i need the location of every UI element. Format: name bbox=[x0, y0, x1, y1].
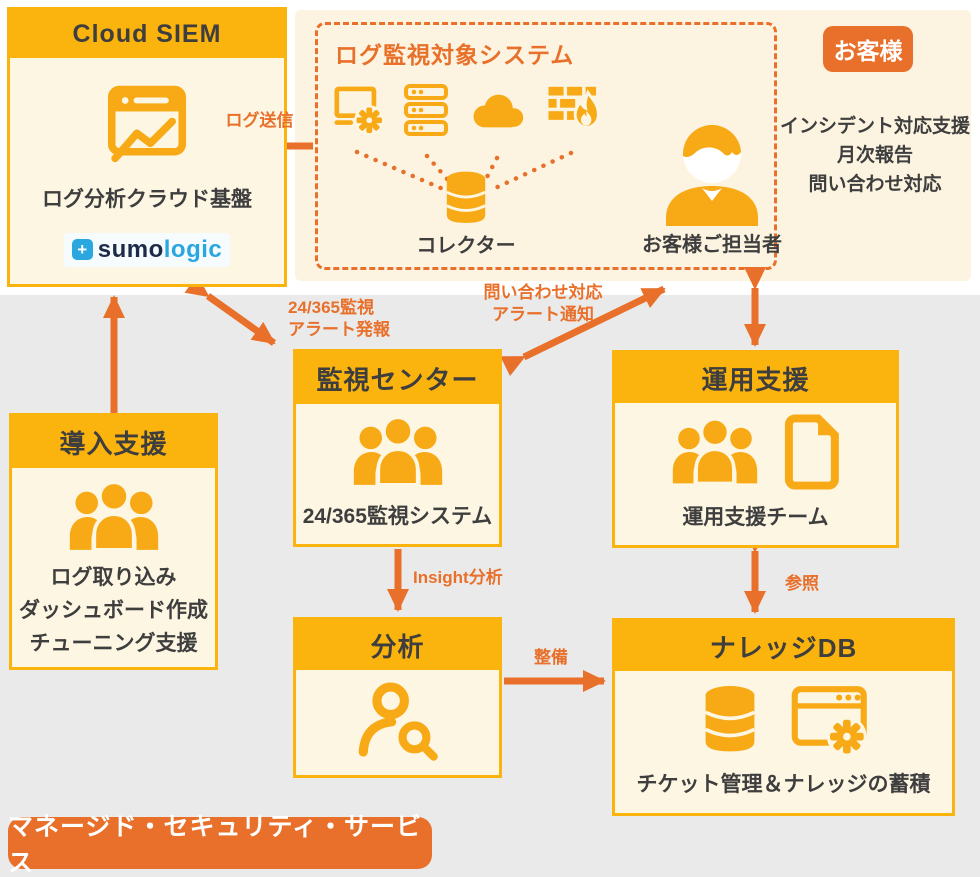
log-analytics-browser-icon bbox=[107, 85, 187, 162]
customer-badge: お客様 bbox=[823, 26, 913, 72]
log-monitored-systems-title: ログ監視対象システム bbox=[335, 42, 575, 68]
cloud-icon bbox=[473, 94, 524, 128]
label-log-send: ログ送信 bbox=[225, 111, 294, 130]
team-people-icon bbox=[672, 417, 757, 486]
sumologic-word-sumo: sumo bbox=[97, 235, 164, 263]
customer-contact-label: お客様ご担当者 bbox=[642, 234, 782, 256]
customer-avatar-icon bbox=[666, 124, 758, 226]
monitoring-center-box: 監視センター 24/365監視システム bbox=[293, 349, 502, 547]
label-monitor-alert: 24/365監視 アラート発報 bbox=[288, 298, 390, 339]
document-icon bbox=[784, 414, 839, 490]
label-insight: Insight分析 bbox=[413, 568, 503, 587]
managed-security-service-badge: マネージド・セキュリティ・サービス bbox=[8, 813, 432, 877]
sumologic-word-logic: logic bbox=[163, 235, 223, 263]
support-line: 問い合わせ対応 bbox=[808, 174, 942, 195]
label-seibi: 整備 bbox=[534, 648, 568, 667]
gear-glyph bbox=[354, 105, 385, 136]
label-sansho: 参照 bbox=[785, 574, 819, 593]
monitor-gear-icon bbox=[334, 86, 385, 136]
database-icon bbox=[704, 686, 755, 752]
flame-glyph bbox=[573, 89, 600, 129]
firewall-icon bbox=[548, 86, 600, 129]
gear-glyph bbox=[826, 717, 867, 756]
knowledge-db-box: ナレッジDB bbox=[612, 618, 955, 816]
team-people-icon bbox=[353, 415, 442, 487]
support-line: 月次報告 bbox=[836, 145, 913, 166]
sumologic-logo: + sumo logic bbox=[63, 232, 231, 267]
cloud-siem-subtitle: ログ分析クラウド基盤 bbox=[42, 188, 252, 211]
log-monitored-systems-box bbox=[315, 22, 777, 270]
cloud-siem-title: Cloud SIEM bbox=[10, 10, 284, 58]
label-inquiry-alert: 問い合わせ対応 アラート通知 bbox=[483, 283, 603, 324]
cloud-siem-box: Cloud SIEM ログ分析クラウド基盤 + sumo logic bbox=[7, 7, 287, 287]
operation-support-label: 運用支援チーム bbox=[682, 506, 829, 529]
deployment-support-box: 導入支援 ログ取り込み ダッシュボード作成 チューニング支援 bbox=[9, 413, 218, 670]
analysis-box: 分析 bbox=[293, 617, 502, 778]
collector-database-icon bbox=[446, 171, 486, 223]
knowledge-db-label: チケット管理＆ナレッジの蓄積 bbox=[636, 772, 931, 796]
support-line: インシデント対応支援 bbox=[779, 116, 970, 137]
monitoring-center-label: 24/365監視システム bbox=[302, 505, 493, 528]
operation-support-box: 運用支援 運用支援チーム bbox=[612, 350, 899, 548]
customer-support-text: インシデント対応支援 月次報告 問い合わせ対応 bbox=[775, 112, 975, 199]
deployment-support-title: 導入支援 bbox=[12, 416, 215, 468]
analysis-title: 分析 bbox=[296, 620, 499, 670]
deployment-support-lines: ログ取り込み ダッシュボード作成 チューニング支援 bbox=[19, 566, 208, 656]
knowledge-db-title: ナレッジDB bbox=[615, 621, 952, 671]
monitoring-center-title: 監視センター bbox=[296, 352, 499, 404]
team-people-icon bbox=[69, 479, 158, 552]
server-icon bbox=[404, 84, 448, 136]
sumologic-plus-icon: + bbox=[71, 239, 93, 260]
analyst-search-icon bbox=[358, 682, 438, 761]
collector-label: コレクター bbox=[416, 235, 516, 257]
operation-support-title: 運用支援 bbox=[615, 353, 896, 403]
ticket-app-gear-icon bbox=[791, 686, 867, 756]
